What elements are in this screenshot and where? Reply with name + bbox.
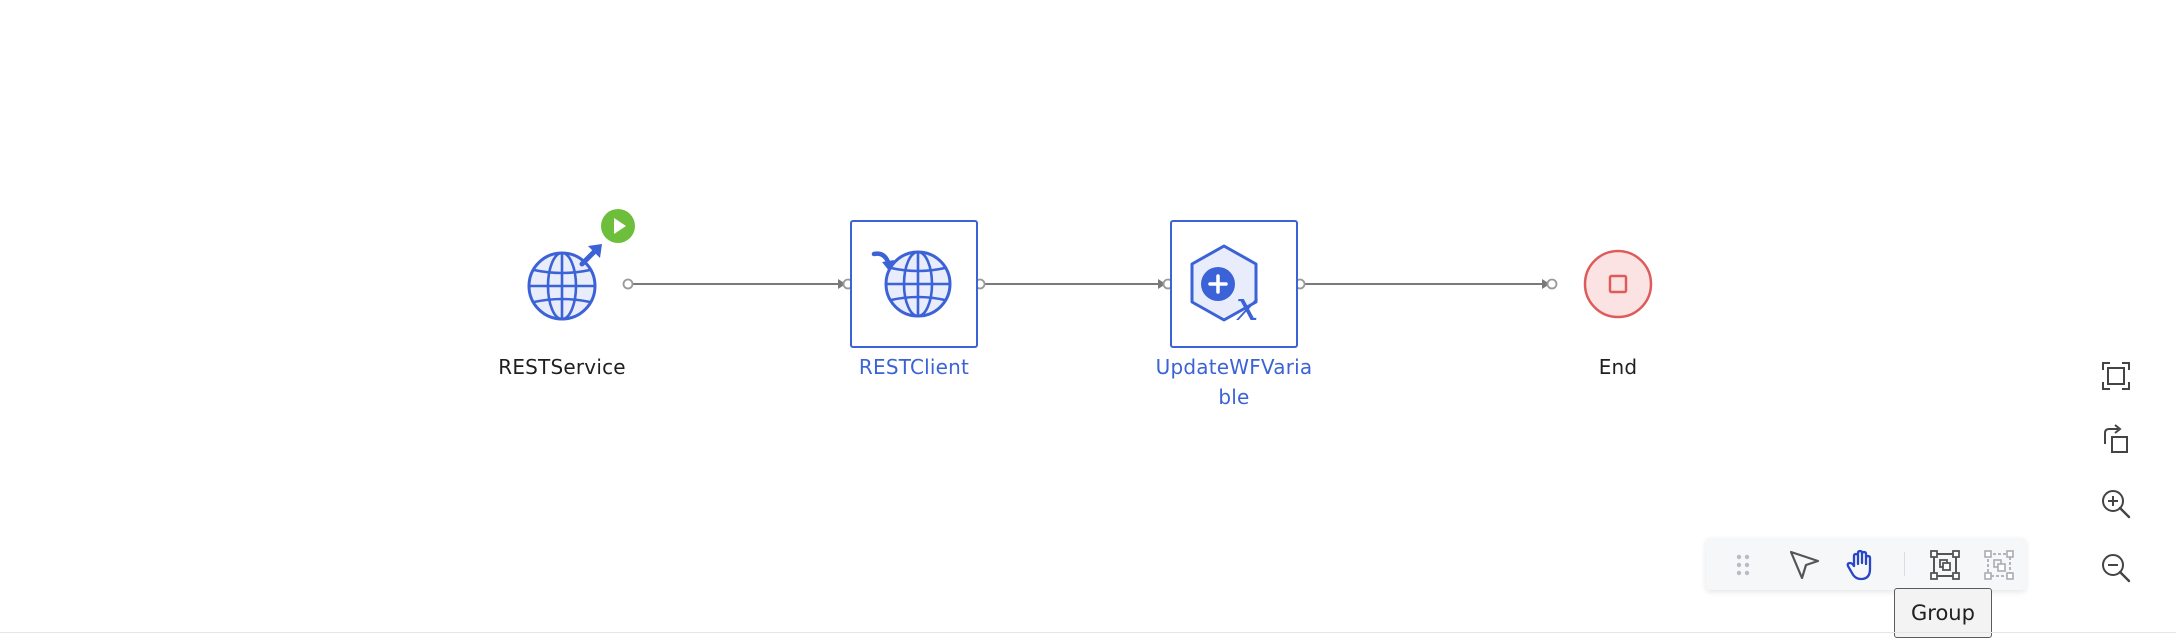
toolbar-group-button[interactable]: [1928, 548, 1962, 582]
start-badge-icon[interactable]: [600, 208, 636, 244]
group-tooltip: Group: [1894, 588, 1992, 638]
toolbar-separator: [1904, 552, 1905, 576]
node-restclient[interactable]: [850, 220, 978, 348]
end-stop-icon: [1583, 249, 1653, 319]
rotate-button[interactable]: [2098, 422, 2134, 458]
ungroup-icon: [1984, 550, 2014, 580]
globe-icon: [884, 250, 952, 318]
pointer-icon: [1789, 550, 1820, 580]
canvas-bottom-divider: [0, 632, 2176, 633]
edge-updatewfvariable-end[interactable]: [1294, 278, 1558, 290]
node-end[interactable]: [1582, 248, 1654, 320]
globe-icon: [527, 251, 597, 321]
drag-handle-icon: [1736, 554, 1750, 576]
zoom-out-icon: [2102, 554, 2131, 583]
variable-hexagon-icon: x: [1190, 244, 1259, 330]
node-label-restclient: RESTClient: [858, 355, 970, 379]
rotate-icon: [2104, 424, 2128, 453]
node-restservice[interactable]: [520, 208, 684, 328]
fit-screen-button[interactable]: [2098, 358, 2134, 394]
edge-restclient-updatewfvariable[interactable]: [974, 278, 1174, 290]
node-label-end: End: [1598, 355, 1638, 379]
node-label-updatewfvariable: UpdateWFVariable: [1155, 355, 1313, 409]
zoom-in-icon: [2102, 490, 2131, 519]
fit-screen-icon: [2102, 362, 2130, 390]
group-icon: [1930, 550, 1960, 580]
incoming-arrow-icon: [871, 251, 894, 272]
zoom-in-button[interactable]: [2098, 486, 2134, 522]
toolbar-pan-tool[interactable]: [1844, 548, 1878, 582]
toolbar-ungroup-button[interactable]: [1982, 548, 2016, 582]
canvas-toolbar: [1706, 538, 2026, 590]
node-updatewfvariable[interactable]: x: [1170, 220, 1298, 348]
toolbar-drag-handle[interactable]: [1726, 548, 1760, 582]
zoom-out-button[interactable]: [2098, 550, 2134, 586]
hand-icon: [1846, 549, 1872, 581]
svg-text:x: x: [1236, 284, 1259, 330]
edge-restservice-restclient[interactable]: [622, 278, 854, 290]
node-label-restservice: RESTService: [498, 355, 626, 379]
toolbar-select-tool[interactable]: [1788, 548, 1822, 582]
outgoing-arrow-icon: [579, 244, 602, 267]
